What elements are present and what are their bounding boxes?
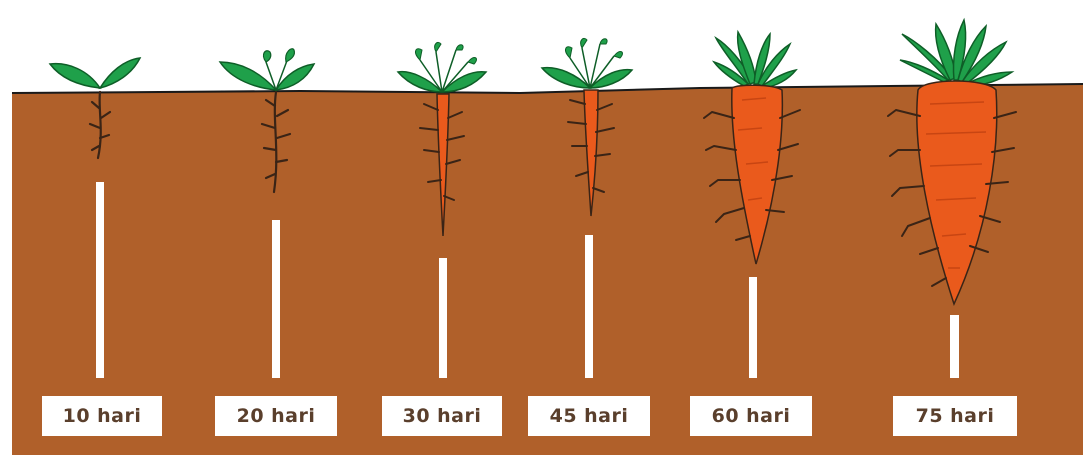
depth-bar-30 xyxy=(439,258,447,378)
depth-bar-20 xyxy=(272,220,280,378)
stage-label-30-hari: 30 hari xyxy=(382,396,502,436)
stage-label-75-hari: 75 hari xyxy=(893,396,1017,436)
depth-bar-75 xyxy=(950,315,959,378)
leaf-tuft xyxy=(714,32,796,88)
stage-label-10-hari: 10 hari xyxy=(42,396,162,436)
seedling-icon xyxy=(542,38,632,88)
seedling-icon xyxy=(220,49,314,90)
depth-bar-10 xyxy=(96,182,104,378)
depth-bar-45 xyxy=(585,235,593,378)
leaf-tuft xyxy=(900,20,1012,86)
stage-label-45-hari: 45 hari xyxy=(528,396,650,436)
stage-label-60-hari: 60 hari xyxy=(690,396,812,436)
seedling-icon xyxy=(50,58,140,88)
depth-bar-60 xyxy=(749,277,757,378)
stage-label-20-hari: 20 hari xyxy=(215,396,337,436)
seedling-icon xyxy=(398,42,486,92)
